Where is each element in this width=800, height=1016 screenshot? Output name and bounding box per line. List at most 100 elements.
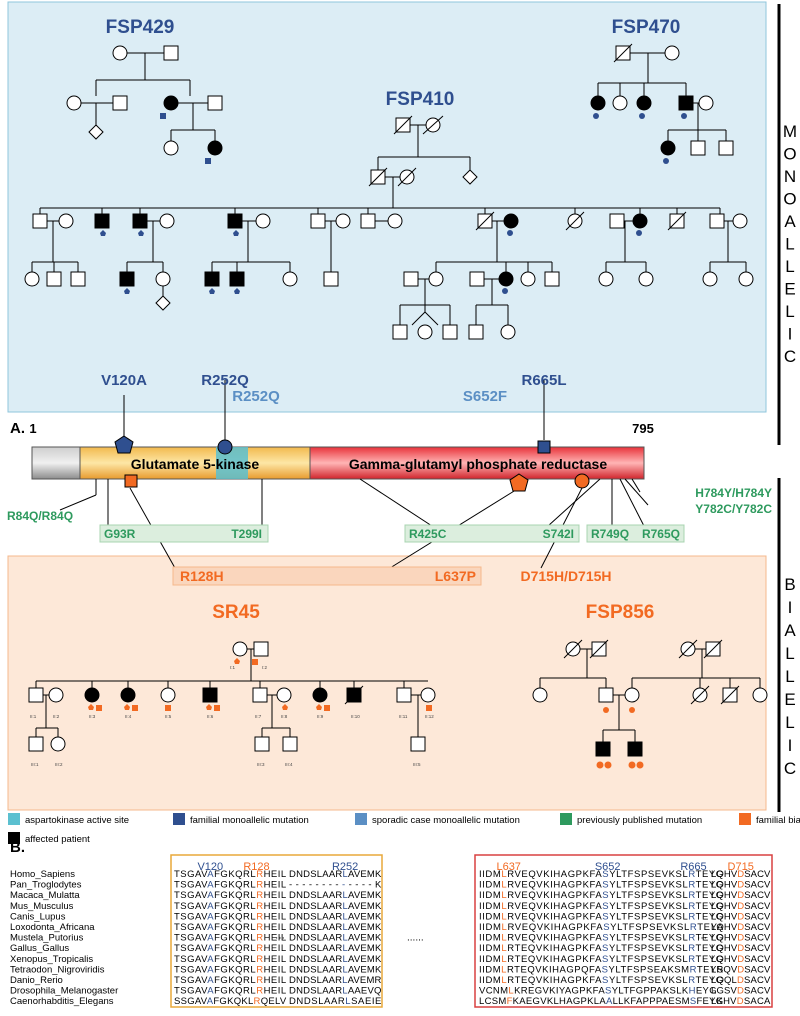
alignment-sequence: DNDSLAARLAVEMK [289, 954, 382, 965]
family-fsp410-title: FSP410 [386, 89, 455, 110]
alignment-sequence: TSGAVAFGKQRLRHEIL [174, 943, 286, 954]
alignment-sequence: TSGAVAFGKQRLRHEIL [174, 880, 286, 891]
mutation-r425c: R425C [409, 527, 447, 541]
pedigree-fsp410 [24, 115, 754, 340]
legend-swatch [173, 813, 185, 825]
alignment-sequence: DNDSLAARLAVEMK [289, 890, 382, 901]
alignment-sequence: IIDMLRVEQVKIHAGPKFASYLTFSPSEVKSLRTEYG [479, 911, 723, 922]
mutation-l637p: L637P [435, 568, 476, 584]
pedigree-sr45 [28, 641, 436, 752]
alignment-ellipsis: ...... [407, 933, 424, 944]
alignment-sequence: TSGAVAFGKQRLRHEIL [174, 901, 286, 912]
alignment-sequence: LQHVDSACV [711, 890, 771, 901]
alignment-sequence: TSGAVAFGKQRLRHEIL [174, 964, 286, 975]
individual-id: III:3 [257, 762, 265, 767]
monoallelic-panel [7, 1, 767, 413]
alignment-column-header: D715 [728, 861, 754, 873]
legend-label: previously published mutation [577, 815, 702, 826]
alignment-sequence: -------------K [289, 880, 382, 891]
alignment-sequence: DNDSLAARLAVEMK [289, 922, 382, 933]
alignment-dots: ··· [697, 933, 707, 944]
alignment-sequence: DNDSLAARLAAEVQ [289, 986, 381, 997]
alignment-species: Loxodonta_Africana [10, 922, 95, 933]
alignment-sequence: TSGAVAFGKQRLRHEIL [174, 890, 286, 901]
top-mutation-markers [114, 380, 551, 455]
legend-label: affected patient [25, 834, 90, 845]
alignment-sequence: IIDMLRTEQVKIHAGPKFASYLTFSPSEVKSLRTEYG [479, 954, 723, 965]
alignment-sequence: LQHVDSACV [711, 943, 771, 954]
family-fsp429-title: FSP429 [106, 17, 175, 38]
legend-label: familial monoallelic mutation [190, 815, 309, 826]
alignment-column-header: R128 [243, 861, 269, 873]
alignment-sequence: DNDSLAARLAVEMR [289, 975, 382, 986]
alignment-sequence: LQHVDSACV [711, 901, 771, 912]
mutation-r128h: R128H [180, 568, 224, 584]
alignment-sequence: IIDMLRVEQVKIHAGPKFASYLTFSPSEVKSLRTEYG [479, 890, 723, 901]
alignment-sequence: TSGAVAFGKQRLRHEIL [174, 869, 286, 880]
alignment-sequence: DNDSLAARLAVEMK [289, 933, 382, 944]
legend-item: aspartokinase active site [8, 813, 129, 826]
alignment-sequence: DNDSLAARLAVEMK [289, 901, 382, 912]
legend-item: previously published mutation [560, 813, 702, 826]
alignment-sequence: VCNMLKREGVKIYAGPKFASYLTFGPPAKSLKHEYG [479, 986, 717, 997]
pedigree-fsp856 [532, 639, 768, 769]
individual-id: II:12 [425, 714, 434, 719]
individual-id: II:10 [351, 714, 360, 719]
family-sr45-title: SR45 [212, 602, 260, 623]
individual-id: III:5 [413, 762, 421, 767]
mutation-v120a: V120A [101, 372, 147, 389]
legend-swatch [739, 813, 751, 825]
mutation-r84q: R84Q/R84Q [7, 509, 73, 523]
legend: aspartokinase active site familial monoal… [8, 813, 800, 845]
mutation-h784y: H784Y/H784Y [695, 486, 772, 500]
individual-id: I:2 [262, 665, 268, 670]
alignment-sequence: IIDMLRVEQVKIHAGPKFASYLTFSPSEVKSLRTEYG [479, 933, 723, 944]
alignment-sequence: LQHVDSACV [711, 911, 771, 922]
individual-id: II:5 [165, 714, 172, 719]
alignment-sequence: DNDSLAARLAVEMK [289, 964, 382, 975]
legend-swatch [8, 832, 20, 844]
alignment-sequence: IIDMLRVEQVKIHAGPKFASYLTFSPSEVKSLRTEYG [479, 880, 723, 891]
legend-swatch [560, 813, 572, 825]
legend-item: affected patient [8, 832, 90, 845]
alignment-sequence: IIDMLRTEQVKIHAGPQFASYLTFSPSEAKSMRTEYS [479, 964, 723, 975]
alignment-sequence: IIDMLRVEQVKIHAGPKFASYLTFSPSEVKSLRTEYG [479, 901, 723, 912]
alignment-species: Caenorhabditis_Elegans [10, 996, 114, 1007]
mutation-t299i: T299I [231, 527, 262, 541]
mutation-s652f: S652F [463, 388, 507, 405]
domain-glutamate-kinase: Glutamate 5-kinase [131, 456, 260, 472]
individual-id: II:1 [30, 714, 37, 719]
legend-item: sporadic case monoallelic mutation [355, 813, 520, 826]
alignment-sequence: LKHVDSACA [711, 996, 771, 1007]
alignment-species: Macaca_Mulatta [10, 890, 80, 901]
alignment-sequence: DNDSLAARLSAEIE [289, 996, 381, 1007]
alignment-sequence: IIDMLRTEQVKIHAGPKFASYLTFSPSEVKSLRTEYG [479, 943, 723, 954]
alignment-sequence: DNDSLAARLAVEMK [289, 869, 382, 880]
individual-id: II:8 [281, 714, 288, 719]
mutation-r252q-familial: R252Q [201, 372, 249, 389]
mutation-d715h: D715H/D715H [520, 568, 611, 584]
mutation-r749q: R749Q [591, 527, 629, 541]
alignment-column-header: V120 [197, 861, 223, 873]
alignment-sequence: TSGAVAFGKQRLRHEIL [174, 911, 286, 922]
alignment-sequence: TSGAVAFGKQRLRHEIL [174, 975, 286, 986]
alignment-column-header: S652 [595, 861, 621, 873]
individual-id: II:7 [255, 714, 262, 719]
pedigree-fsp470 [590, 43, 734, 164]
alignment-sequence: TSGAVAFGKQRLRHEIL [174, 986, 286, 997]
mutation-g93r: G93R [104, 527, 136, 541]
alignment-sequence: LQQLDSACV [711, 975, 771, 986]
alignment-species: Gallus_Gallus [10, 943, 69, 954]
alignment-sequence: IIDMLRVEQVKIHAGPKFASYLTFSPSEVKSLRTEYG [479, 869, 723, 880]
alignment-species: Danio_Rerio [10, 975, 63, 986]
legend-swatch [355, 813, 367, 825]
mutation-s742i: S742I [543, 527, 574, 541]
individual-id: III:1 [31, 762, 39, 767]
alignment-species: Pan_Troglodytes [10, 880, 82, 891]
individual-id: II:11 [399, 714, 408, 719]
alignment-sequence: TSGAVAFGKQRLRHEIL [174, 954, 286, 965]
individual-id: II:2 [53, 714, 60, 719]
